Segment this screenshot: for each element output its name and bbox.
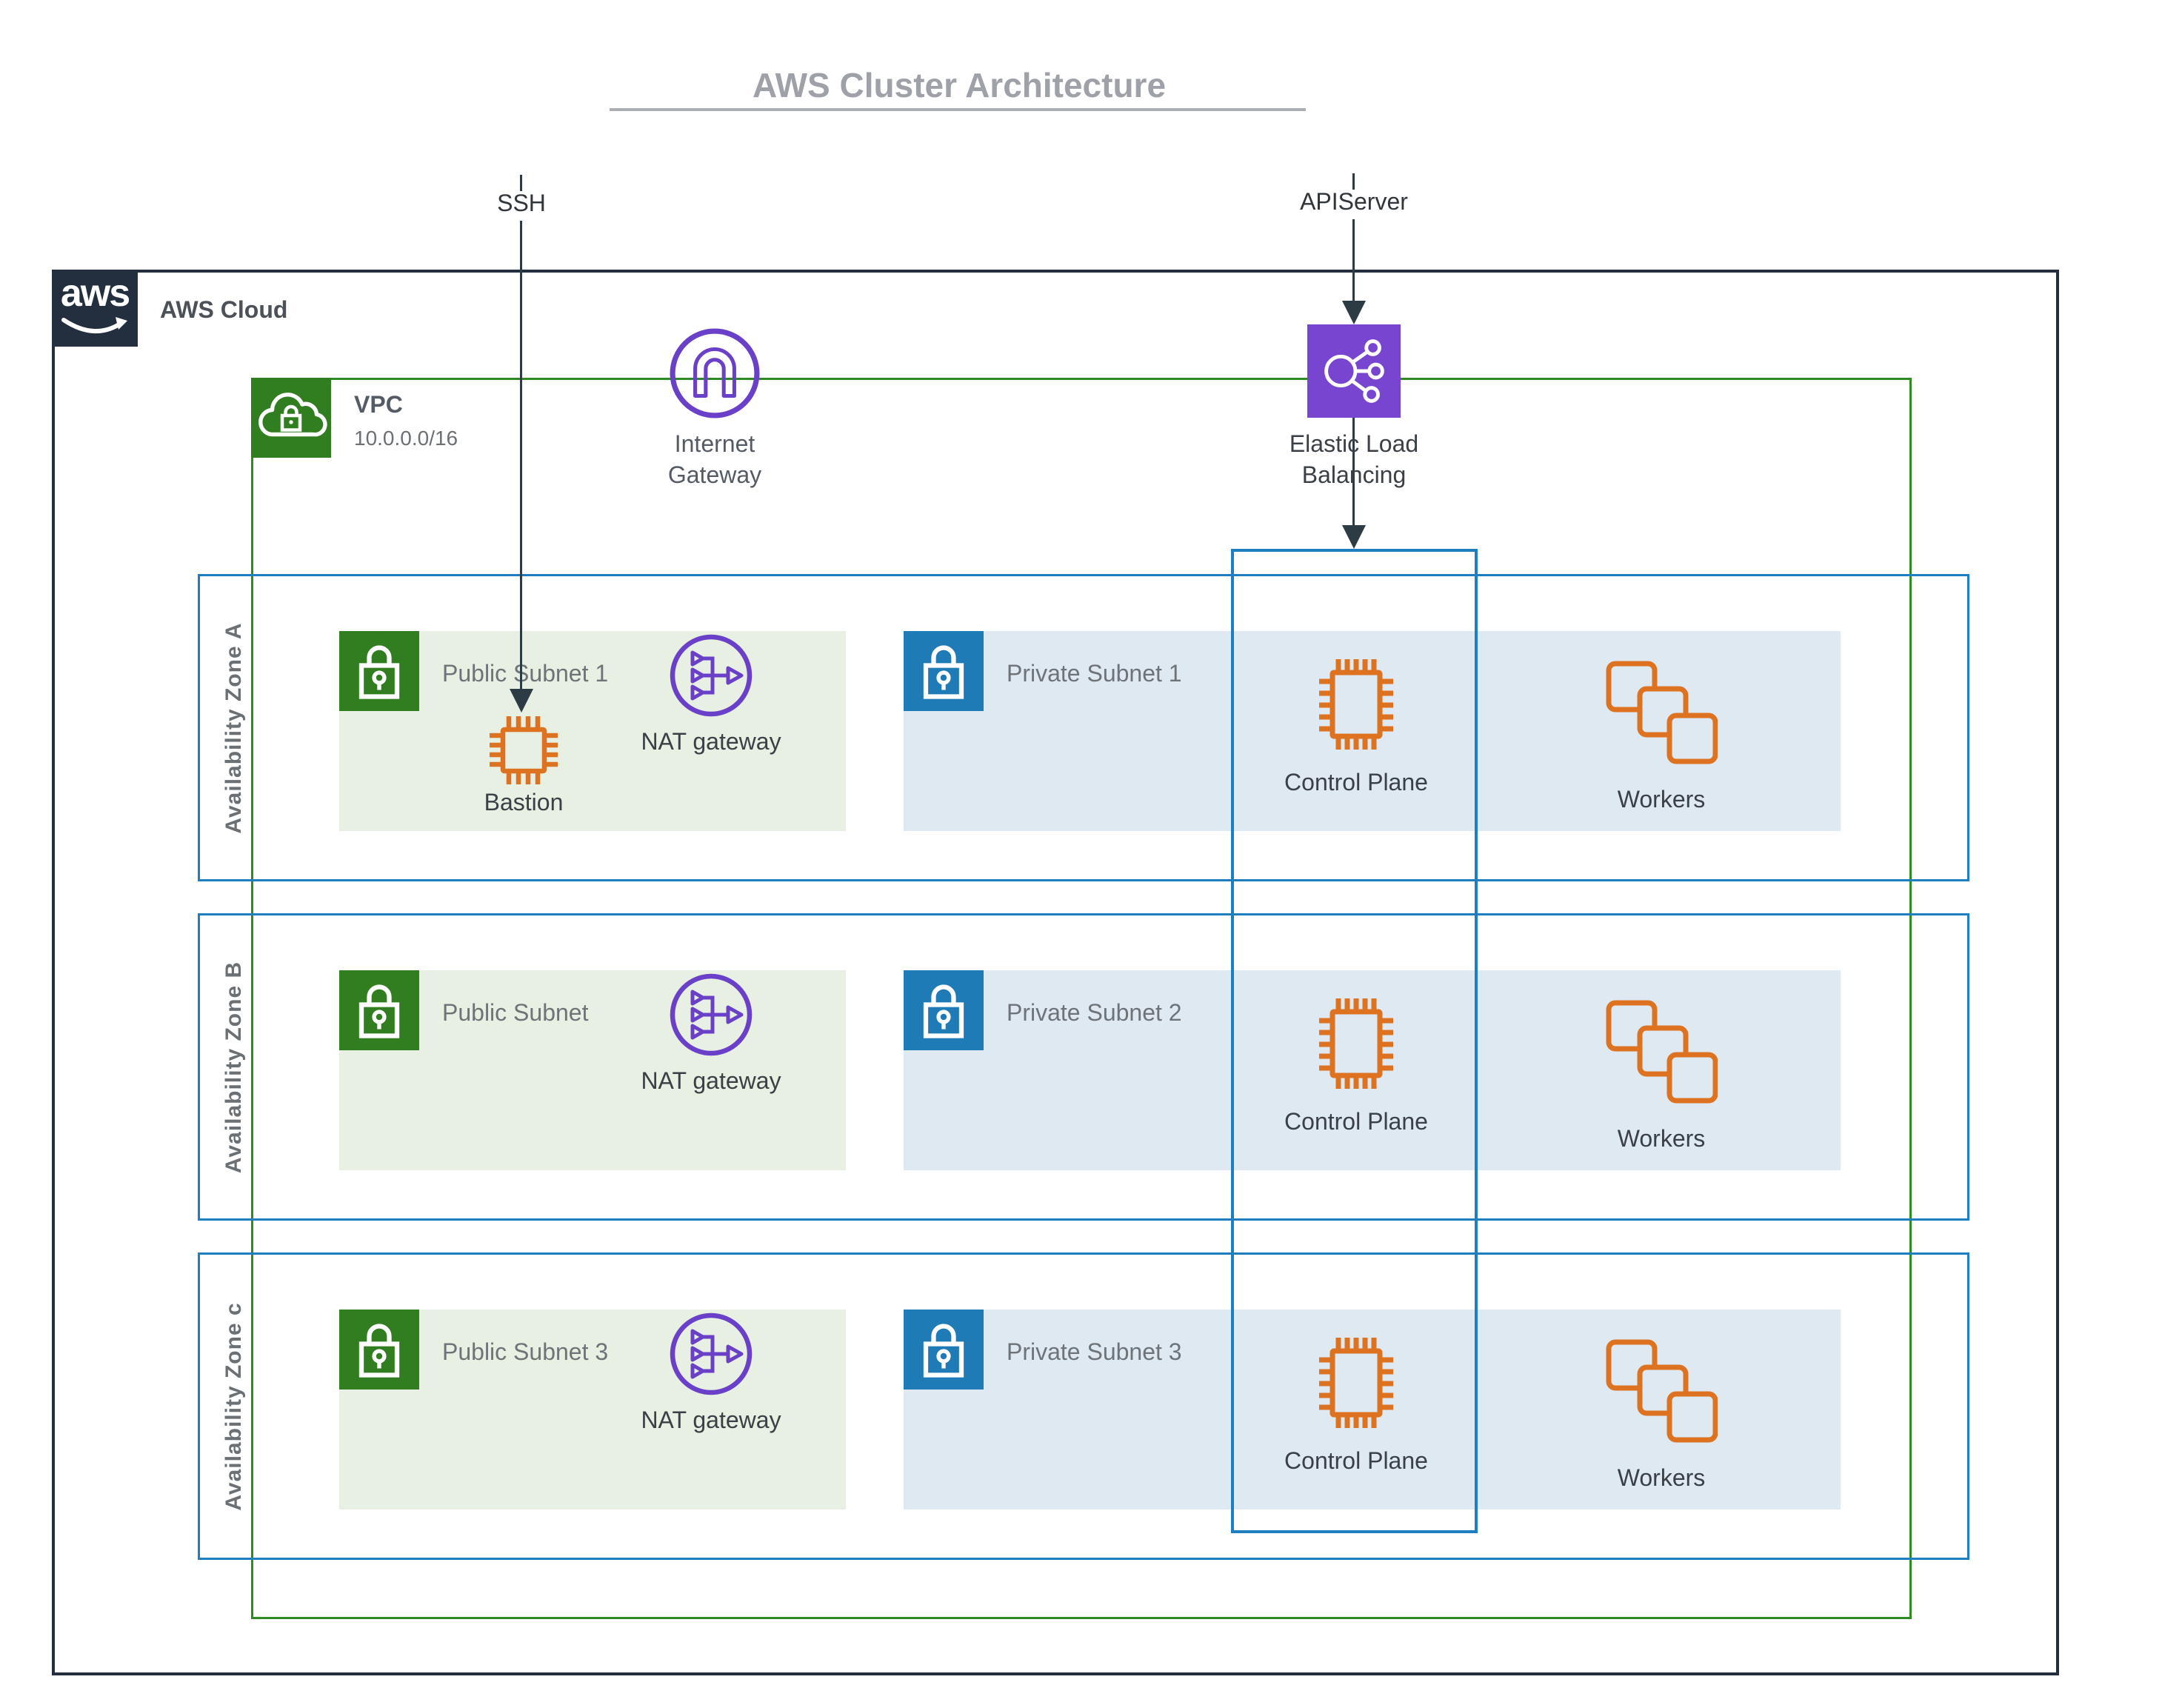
az-c-label: Availability Zone c (221, 1301, 246, 1511)
aws-logo-text: aws (60, 272, 130, 315)
workers-icon (1604, 659, 1718, 773)
workers-label: Workers (1617, 1125, 1706, 1152)
workers-label: Workers (1617, 1464, 1706, 1491)
public-subnet-label: Public Subnet 3 (442, 1338, 609, 1365)
apiserver-tick-line (1352, 173, 1355, 190)
availability-zone-a: Availability Zone A Public Subnet 1 Priv… (198, 574, 1969, 881)
internet-gateway-label: Internet Gateway (667, 430, 762, 488)
elastic-load-balancing-icon (1307, 324, 1401, 418)
vpc-cidr: 10.0.0.0/16 (354, 427, 458, 450)
aws-cloud-box (52, 270, 2059, 1675)
public-subnet-label: Public Subnet 1 (442, 660, 609, 687)
ssh-arrow-line (520, 221, 522, 689)
nat-gateway-label: NAT gateway (641, 1407, 781, 1433)
nat-gateway-icon (669, 973, 753, 1057)
control-plane-group-box (1231, 549, 1478, 1533)
availability-zone-c: Availability Zone c Public Subnet 3 Priv… (198, 1252, 1969, 1560)
private-subnet-label: Private Subnet 1 (1007, 660, 1182, 687)
page-title: AWS Cluster Architecture (752, 66, 1167, 104)
control-plane-label: Control Plane (1284, 769, 1428, 795)
workers-icon (1604, 1338, 1718, 1451)
public-subnet-fill (339, 631, 846, 831)
control-plane-chip-icon (1312, 656, 1401, 753)
aws-cloud-label: AWS Cloud (160, 296, 288, 323)
vpc-box (251, 378, 1912, 1619)
private-subnet-label: Private Subnet 3 (1007, 1338, 1182, 1365)
elastic-load-balancing-label: Elastic Load Balancing (1289, 430, 1419, 488)
apiserver-arrowhead-bottom-icon (1342, 525, 1366, 549)
control-plane-label: Control Plane (1284, 1108, 1428, 1135)
public-subnet-lock-icon (339, 631, 419, 711)
public-subnet-lock-icon (339, 970, 419, 1050)
public-subnet-fill (339, 970, 846, 1170)
availability-zone-b: Availability Zone B Public Subnet Privat… (198, 913, 1969, 1221)
control-plane-chip-icon (1312, 1335, 1401, 1431)
ssh-arrowhead-icon (510, 689, 533, 713)
internet-gateway-icon (668, 327, 761, 420)
public-subnet-fill (339, 1310, 846, 1509)
az-b-label: Availability Zone B (221, 961, 246, 1173)
private-subnet-lock-icon (904, 970, 984, 1050)
nat-gateway-label: NAT gateway (641, 728, 781, 755)
bastion-chip-icon (488, 715, 559, 786)
title-underline (610, 108, 1306, 111)
workers-label: Workers (1617, 786, 1706, 813)
az-a-label: Availability Zone A (221, 621, 246, 834)
ssh-tick-line (520, 175, 522, 191)
aws-smile-icon (61, 317, 127, 333)
nat-gateway-label: NAT gateway (641, 1067, 781, 1094)
private-subnet-label: Private Subnet 2 (1007, 999, 1182, 1026)
bastion-label: Bastion (484, 789, 564, 815)
public-subnet-lock-icon (339, 1310, 419, 1390)
apiserver-arrow-line-top (1352, 219, 1355, 302)
control-plane-label: Control Plane (1284, 1447, 1428, 1474)
vpc-icon (251, 378, 331, 458)
workers-icon (1604, 998, 1718, 1112)
vpc-label: VPC (354, 391, 403, 418)
control-plane-chip-icon (1312, 995, 1401, 1092)
apiserver-arrowhead-top-icon (1342, 301, 1366, 324)
private-subnet-lock-icon (904, 1310, 984, 1390)
aws-logo: aws (52, 270, 138, 347)
private-subnet-lock-icon (904, 631, 984, 711)
public-subnet-label: Public Subnet (442, 999, 589, 1026)
ssh-label: SSH (497, 190, 546, 216)
nat-gateway-icon (669, 633, 753, 718)
apiserver-label: APIServer (1300, 188, 1408, 215)
nat-gateway-icon (669, 1312, 753, 1396)
apiserver-arrow-line-bottom (1352, 418, 1355, 526)
